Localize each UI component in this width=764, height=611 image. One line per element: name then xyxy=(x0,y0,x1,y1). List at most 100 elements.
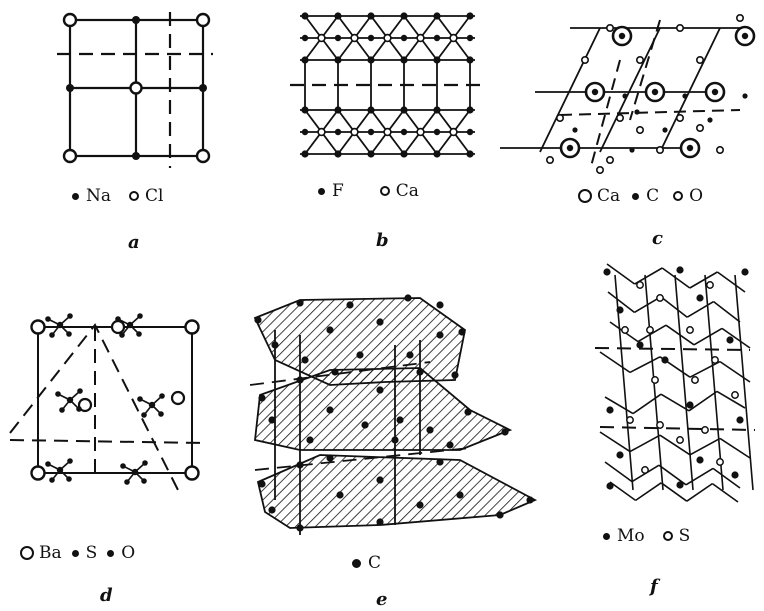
ca-atom xyxy=(416,33,425,43)
ba-atom xyxy=(30,319,46,335)
legend-f: Mo S xyxy=(603,526,708,546)
o-atom xyxy=(119,332,125,338)
ca-atom xyxy=(350,127,359,137)
o-atom xyxy=(142,460,148,466)
mo-atom xyxy=(661,356,669,364)
s-atom xyxy=(716,458,724,466)
s-atom xyxy=(701,426,709,434)
o-atom xyxy=(55,391,61,397)
large-ring-icon xyxy=(20,546,34,560)
f-atom xyxy=(400,56,408,64)
carbon-atom xyxy=(346,301,354,309)
c-atom xyxy=(634,109,640,115)
ca-atom xyxy=(416,127,425,137)
o-atom xyxy=(67,458,73,464)
f-atom xyxy=(466,56,474,64)
ca-atom xyxy=(383,127,392,137)
f-atom xyxy=(301,12,309,20)
f-atom xyxy=(334,56,342,64)
s-atom xyxy=(711,356,719,364)
f-atom xyxy=(334,34,342,42)
s-atom xyxy=(691,376,699,384)
f-atom xyxy=(301,150,309,158)
o-atom xyxy=(605,156,614,165)
ba-atom xyxy=(184,465,200,481)
carbon-atom xyxy=(416,368,424,376)
legend-c: Ca C O xyxy=(578,186,721,206)
mo-atom xyxy=(736,416,744,424)
carbon-atom xyxy=(451,371,459,379)
f-atom xyxy=(466,106,474,114)
panel-e-graphite-layers xyxy=(249,294,538,535)
carbon-atom xyxy=(456,491,464,499)
panel-c-caco3-lattice xyxy=(500,14,756,175)
o-atom xyxy=(595,166,604,175)
o-atom xyxy=(77,388,83,394)
legend-d-item-s: S xyxy=(71,543,97,563)
carbon-atom xyxy=(268,506,276,514)
carbon-atom xyxy=(446,441,454,449)
o-atom xyxy=(66,331,72,337)
s-atom xyxy=(676,436,684,444)
legend-e: C xyxy=(352,553,399,573)
o-atom xyxy=(124,479,130,485)
carbon-atom xyxy=(436,331,444,339)
carbon-atom xyxy=(336,491,344,499)
carbon-atom xyxy=(496,511,504,519)
o-atom xyxy=(120,463,126,469)
f-atom xyxy=(334,12,342,20)
ca-atom xyxy=(317,33,326,43)
f-atom xyxy=(367,128,375,136)
c-atom xyxy=(662,127,668,133)
o-atom xyxy=(715,146,724,155)
open-ring-icon xyxy=(379,186,390,196)
o-atom xyxy=(695,55,704,64)
ba-atom xyxy=(30,465,46,481)
caption-b: b xyxy=(376,230,389,251)
carbon-atom xyxy=(296,461,304,469)
carbon-atom xyxy=(296,376,304,384)
filled-dot-icon xyxy=(107,549,115,557)
f-atom xyxy=(334,106,342,114)
f-atom xyxy=(433,150,441,158)
carbon-atom xyxy=(376,386,384,394)
caption-a: a xyxy=(128,232,140,253)
panel-b-caf2-lattice xyxy=(290,12,488,158)
mo-atom xyxy=(606,406,614,414)
ca-atom-center xyxy=(566,144,574,152)
legend-e-item-c: C xyxy=(352,553,381,573)
ca-atom-center xyxy=(711,88,719,96)
o-atom xyxy=(141,478,147,484)
carbon-atom xyxy=(526,496,534,504)
s-atom xyxy=(626,416,634,424)
ca-atom xyxy=(383,33,392,43)
c-atom xyxy=(707,117,713,123)
o-atom xyxy=(555,114,564,123)
legend-d-item-o: O xyxy=(107,543,135,563)
f-atom xyxy=(400,106,408,114)
ca-atom xyxy=(449,33,458,43)
f-atom xyxy=(367,12,375,20)
f-atom xyxy=(367,106,375,114)
carbon-atom xyxy=(326,326,334,334)
s-atom xyxy=(636,281,644,289)
o-atom xyxy=(159,393,165,399)
o-atom xyxy=(655,146,664,155)
o-atom xyxy=(675,114,684,123)
f-atom xyxy=(301,106,309,114)
f-atom xyxy=(466,150,474,158)
o-atom xyxy=(137,313,143,319)
caption-c: c xyxy=(652,228,663,249)
mo-atom xyxy=(686,401,694,409)
caption-f: f xyxy=(650,576,658,597)
o-atom xyxy=(635,126,644,135)
ca-atom-center xyxy=(618,32,626,40)
legend-b: F Ca xyxy=(318,181,437,201)
filled-dot-icon xyxy=(71,549,79,557)
filled-dot-icon xyxy=(603,532,610,540)
carbon-atom xyxy=(271,341,279,349)
o-atom xyxy=(137,396,143,402)
f-atom xyxy=(367,34,375,42)
c-atom xyxy=(742,93,748,99)
